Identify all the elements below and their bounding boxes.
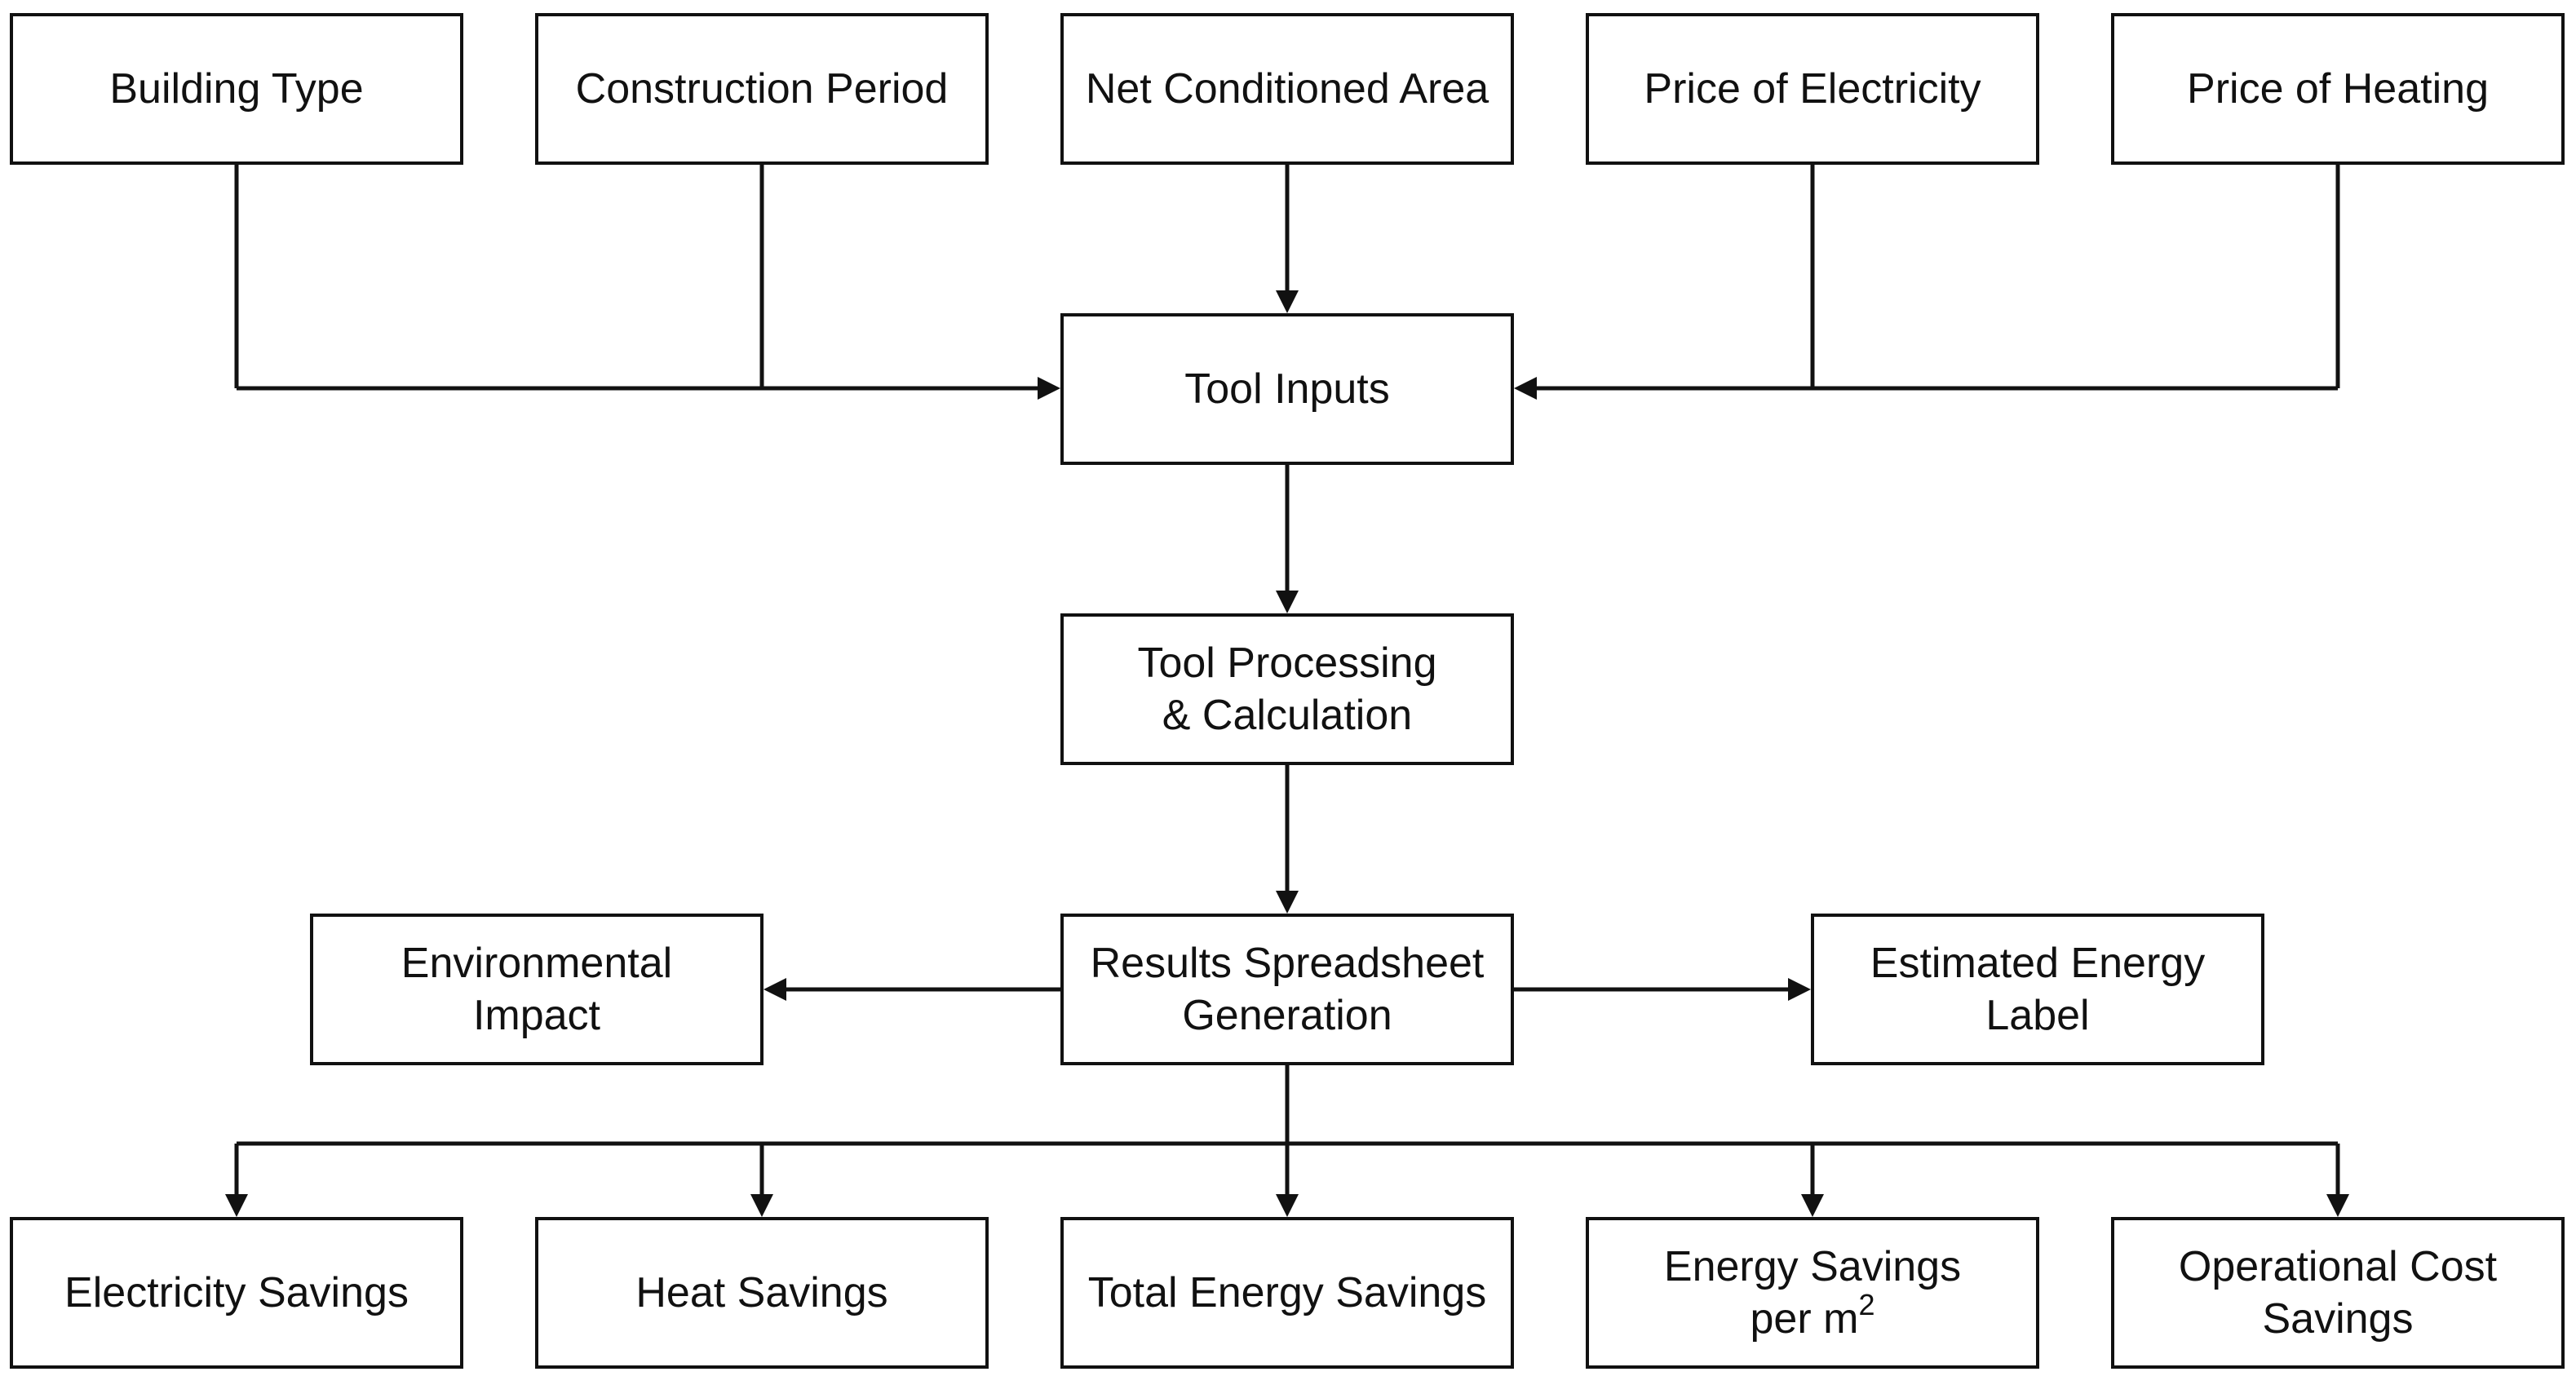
estimated-energy-label-box: Estimated Energy Label xyxy=(1811,914,2264,1065)
energy-per-m2-superscript: 2 xyxy=(1858,1287,1875,1321)
price-of-electricity-box: Price of Electricity xyxy=(1586,13,2039,165)
energy-per-m2-line2: per m xyxy=(1750,1295,1859,1343)
tool-processing-text: Tool Processing & Calculation xyxy=(1137,637,1436,741)
energy-per-m2-line1: Energy Savings xyxy=(1663,1243,1962,1290)
arrowhead-label xyxy=(1788,978,1811,1001)
operational-cost-savings-box: Operational Cost Savings xyxy=(2111,1217,2565,1369)
arrowhead-electricity-savings xyxy=(225,1194,248,1217)
energy-label-line2: Label xyxy=(1985,992,2090,1039)
energy-label-line1: Estimated Energy xyxy=(1870,940,2206,987)
operational-line1: Operational Cost xyxy=(2178,1243,2498,1290)
arrowhead-total-savings xyxy=(1276,1194,1299,1217)
estimated-energy-label-text: Estimated Energy Label xyxy=(1870,937,2205,1042)
price-of-heating-box: Price of Heating xyxy=(2111,13,2565,165)
environmental-impact-box: Environmental Impact xyxy=(310,914,764,1065)
arrowhead-m2-savings xyxy=(1801,1194,1824,1217)
environmental-line1: Environmental xyxy=(401,940,673,987)
electricity-savings-box: Electricity Savings xyxy=(10,1217,463,1369)
net-conditioned-area-box: Net Conditioned Area xyxy=(1060,13,1514,165)
price-of-heating-label: Price of Heating xyxy=(2187,65,2489,113)
energy-savings-per-m2-box: Energy Savings per m2 xyxy=(1586,1217,2039,1369)
tool-processing-line1: Tool Processing xyxy=(1137,639,1437,687)
net-conditioned-area-label: Net Conditioned Area xyxy=(1085,65,1489,113)
energy-savings-per-m2-text: Energy Savings per m2 xyxy=(1664,1241,1961,1345)
operational-line2: Savings xyxy=(2262,1295,2414,1343)
results-line1: Results Spreadsheet xyxy=(1090,940,1485,987)
environmental-impact-text: Environmental Impact xyxy=(401,937,672,1042)
price-of-electricity-label: Price of Electricity xyxy=(1644,65,1981,113)
heat-savings-box: Heat Savings xyxy=(535,1217,989,1369)
results-spreadsheet-text: Results Spreadsheet Generation xyxy=(1091,937,1485,1042)
results-line2: Generation xyxy=(1182,992,1392,1039)
results-spreadsheet-box: Results Spreadsheet Generation xyxy=(1060,914,1514,1065)
arrowhead-results xyxy=(1276,891,1299,914)
operational-cost-savings-text: Operational Cost Savings xyxy=(2179,1241,2497,1345)
building-type-box: Building Type xyxy=(10,13,463,165)
arrowhead-heat-savings xyxy=(750,1194,773,1217)
construction-period-box: Construction Period xyxy=(535,13,989,165)
tool-processing-box: Tool Processing & Calculation xyxy=(1060,613,1514,765)
tool-processing-line2: & Calculation xyxy=(1162,692,1413,739)
tool-inputs-box: Tool Inputs xyxy=(1060,313,1514,465)
construction-period-label: Construction Period xyxy=(575,65,949,113)
tool-inputs-label: Tool Inputs xyxy=(1184,365,1390,413)
arrowhead-net-area xyxy=(1276,290,1299,313)
energy-per-m2-line2-wrap: per m2 xyxy=(1664,1290,1961,1345)
arrowhead-right-into-inputs xyxy=(1514,377,1537,400)
arrowhead-processing xyxy=(1276,591,1299,613)
arrowhead-cost-savings xyxy=(2326,1194,2349,1217)
total-energy-savings-box: Total Energy Savings xyxy=(1060,1217,1514,1369)
arrowhead-left-into-inputs xyxy=(1038,377,1060,400)
heat-savings-label: Heat Savings xyxy=(635,1269,888,1316)
building-type-label: Building Type xyxy=(109,65,364,113)
arrowhead-environment xyxy=(764,978,786,1001)
total-energy-savings-label: Total Energy Savings xyxy=(1087,1269,1487,1316)
environmental-line2: Impact xyxy=(472,992,601,1039)
electricity-savings-label: Electricity Savings xyxy=(64,1269,409,1316)
